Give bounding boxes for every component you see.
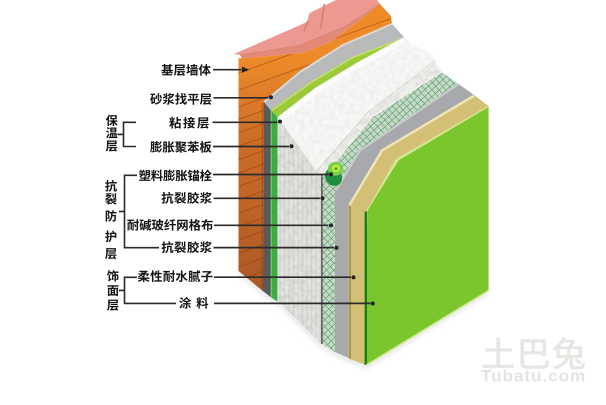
svg-text:Tubatu.com: Tubatu.com xyxy=(481,367,586,386)
